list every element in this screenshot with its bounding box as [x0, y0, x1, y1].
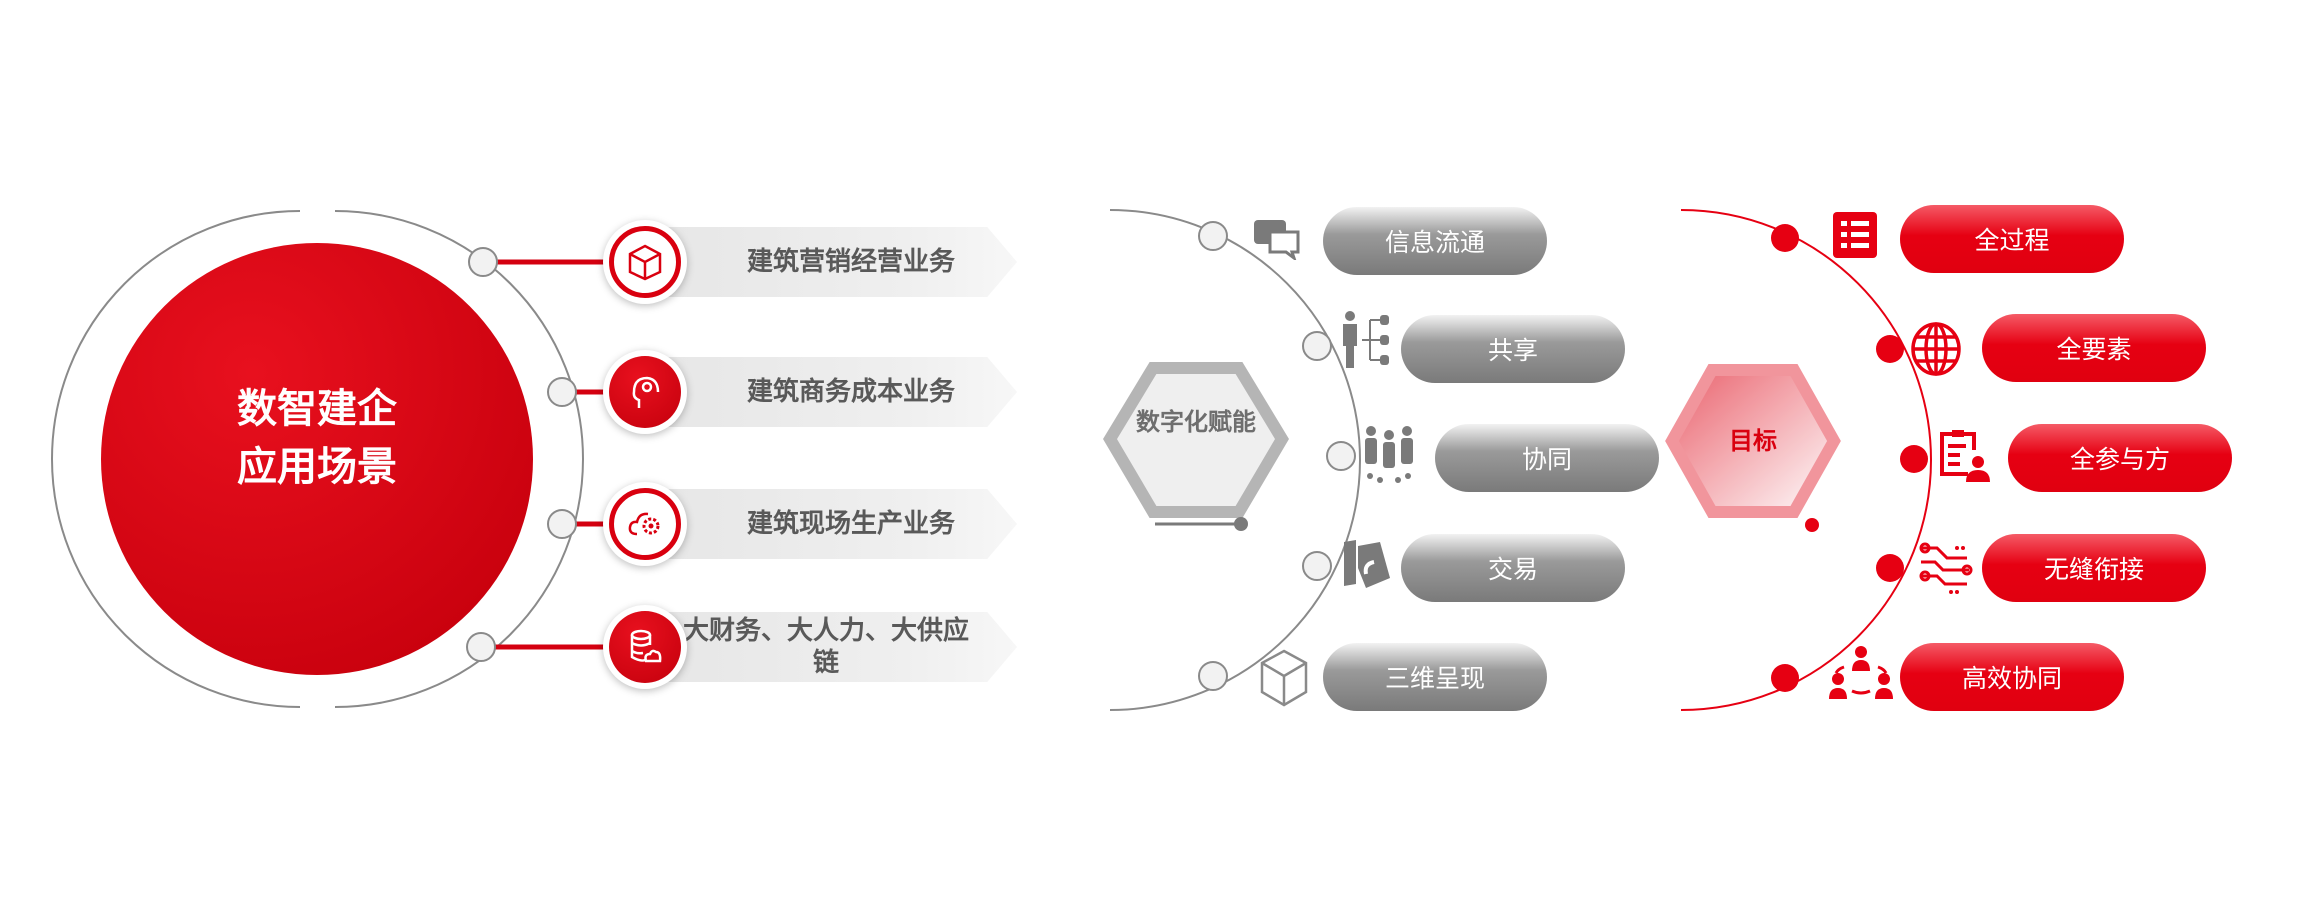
- scenario-icon-badge: [603, 605, 687, 689]
- goals-hex-label: 目标: [1729, 427, 1777, 455]
- center-title-line2: 应用场景: [237, 444, 397, 490]
- scenario-banner: 建筑商务成本业务: [645, 357, 1017, 427]
- cloud-gear-icon: [628, 512, 660, 536]
- collaboration-icon: [1829, 646, 1893, 699]
- pill-label: 信息流通: [1384, 228, 1485, 257]
- enablement-pill: 交易: [1401, 534, 1625, 602]
- scenario-banner: 大财务、大人力、大供应链: [645, 612, 1017, 682]
- goal-pill: 全过程: [1900, 205, 2124, 273]
- pill-label: 协同: [1521, 445, 1572, 474]
- list-icon: [1833, 212, 1877, 258]
- goal-pill: 无缝衔接: [1982, 534, 2206, 602]
- circuit-icon: [1919, 542, 1973, 594]
- outer-ring: [334, 210, 584, 708]
- goals-hexagon: [1665, 364, 1841, 518]
- scenario-icon-badge: [603, 220, 687, 304]
- pill-label: 三维呈现: [1384, 664, 1485, 693]
- enablement-pill: 信息流通: [1323, 207, 1547, 275]
- cube-icon: [628, 244, 662, 281]
- enablement-hex-label: 数字化赋能: [1136, 408, 1256, 436]
- enablement-pill: 三维呈现: [1323, 643, 1547, 711]
- pill-label: 交易: [1487, 555, 1538, 584]
- scenario-label: 建筑现场生产业务: [746, 509, 955, 539]
- scenario-label: 建筑营销经营业务: [746, 247, 955, 277]
- share-person-icon: [1343, 311, 1389, 368]
- pill-label: 高效协同: [1961, 664, 2062, 693]
- center-title-line1: 数智建企: [237, 386, 397, 432]
- pill-label: 全要素: [2056, 335, 2132, 364]
- enablement-nodes: [1198, 221, 1356, 691]
- pill-label: 全参与方: [2069, 445, 2170, 474]
- outer-ring: [51, 210, 301, 708]
- team-icon: [1365, 426, 1413, 483]
- head-icon: [632, 376, 660, 408]
- left-ring-nodes: [466, 247, 577, 662]
- enablement-hexagon: [1103, 362, 1289, 518]
- pill-label: 无缝衔接: [2043, 555, 2144, 584]
- pill-label: 全过程: [1974, 226, 2050, 255]
- scenario-icon-badge: [603, 350, 687, 434]
- center-title: 数智建企 应用场景: [102, 380, 532, 496]
- scenario-banner: 建筑现场生产业务: [645, 489, 1017, 559]
- enablement-pill: 协同: [1435, 424, 1659, 492]
- clipboard-user-icon: [1940, 430, 1990, 482]
- center-circle: [101, 243, 533, 675]
- transaction-icon: [1344, 540, 1390, 588]
- scenario-banner: 建筑营销经营业务: [645, 227, 1017, 297]
- pill-label: 共享: [1487, 336, 1538, 365]
- 3d-cube-icon: [1260, 649, 1308, 707]
- scenario-label: 大财务、大人力、大供应链: [682, 616, 969, 678]
- goals-nodes: [1771, 224, 1928, 692]
- goal-pill: 全参与方: [2008, 424, 2232, 492]
- globe-icon: [1911, 322, 1961, 376]
- goal-pill: 全要素: [1982, 314, 2206, 382]
- scenario-label: 建筑商务成本业务: [746, 377, 955, 407]
- database-cloud-icon: [630, 629, 662, 663]
- goal-pill: 高效协同: [1900, 643, 2124, 711]
- enablement-pill: 共享: [1401, 315, 1625, 383]
- scenario-icon-badge: [603, 482, 687, 566]
- chat-icon: [1254, 220, 1300, 260]
